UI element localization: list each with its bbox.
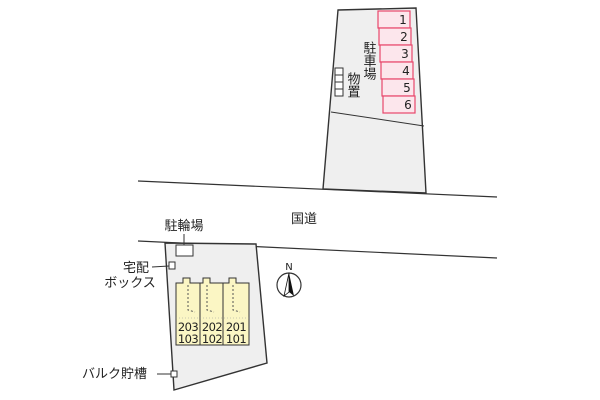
- bulk-tank: [170, 370, 178, 378]
- unit-number-upper: 203: [178, 320, 198, 334]
- parking-slot-number: 6: [404, 98, 412, 112]
- parking-label: 駐車場: [361, 41, 377, 80]
- parking-lot-divider: [330, 111, 425, 127]
- unit-number-upper: 202: [202, 320, 222, 334]
- parking-slot-number: 4: [402, 64, 410, 78]
- road-label: 国道: [291, 212, 317, 227]
- bicycle-parking-area: [175, 244, 194, 257]
- storage-label: 物置: [345, 72, 361, 98]
- parking-slot-number: 5: [403, 81, 411, 95]
- delivery-box-label-line2: ボックス: [104, 276, 156, 291]
- parking-slot: [382, 95, 416, 114]
- unit-number-upper: 201: [226, 320, 246, 334]
- parking-slots: 1 2 3 4 5 6: [377, 10, 416, 114]
- bulk-tank-label: バルク貯槽: [82, 367, 147, 382]
- parking-slot-number: 1: [399, 13, 407, 27]
- road-edge-top: [137, 180, 498, 198]
- unit-number-lower: 101: [226, 332, 246, 346]
- unit-number-lower: 103: [178, 332, 198, 346]
- parking-slot-number: 3: [401, 47, 409, 61]
- north-arrow-icon: [276, 272, 302, 298]
- delivery-box-label-line1: 宅配: [123, 261, 149, 276]
- unit-number-lower: 102: [202, 332, 222, 346]
- bicycle-parking-label: 駐輪場: [164, 218, 203, 234]
- north-label: N: [285, 262, 292, 273]
- delivery-box-leader: [151, 265, 170, 268]
- storage-shed: [334, 67, 344, 97]
- delivery-box: [168, 261, 176, 270]
- parking-slot-number: 2: [400, 30, 408, 44]
- apartment-building: [175, 277, 250, 346]
